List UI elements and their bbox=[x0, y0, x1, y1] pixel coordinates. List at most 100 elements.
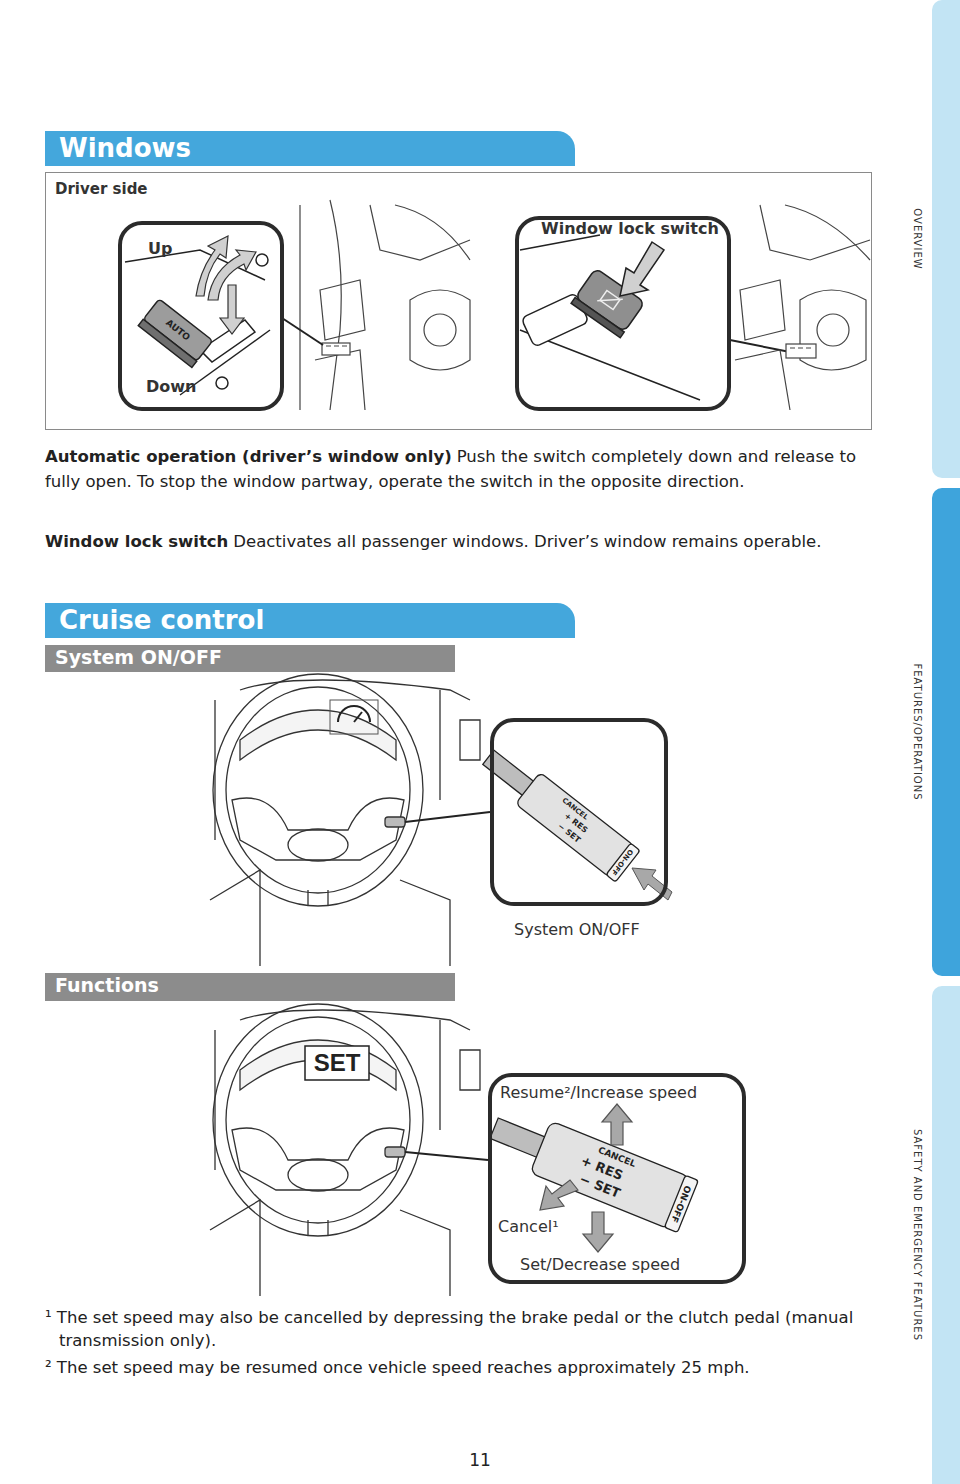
subsection-header: Functions bbox=[45, 973, 455, 1001]
display-text: SET bbox=[314, 1049, 361, 1077]
door-sketch bbox=[735, 205, 870, 410]
door-sketch bbox=[322, 343, 350, 355]
steering-wheel bbox=[460, 720, 480, 760]
door-sketch bbox=[760, 205, 870, 260]
door-sketch bbox=[790, 347, 811, 348]
paragraph-lead: Window lock switch bbox=[45, 532, 228, 551]
steering-wheel bbox=[213, 1004, 423, 1236]
steering-wheel bbox=[308, 890, 328, 906]
cruise-lever bbox=[484, 1102, 699, 1232]
side-tab: SAFETY AND EMERGENCY FEATURES bbox=[906, 986, 928, 1484]
cruise-lever bbox=[476, 742, 640, 882]
door-sketch bbox=[395, 205, 470, 260]
door-sketch bbox=[785, 205, 870, 260]
footnote: ² The set speed may be resumed once vehi… bbox=[45, 1356, 875, 1379]
body-paragraph: Window lock switch Deactivates all passen… bbox=[45, 529, 875, 554]
paragraph-lead: Automatic operation (driver’s window onl… bbox=[45, 447, 452, 466]
leader-line bbox=[730, 340, 790, 352]
subsection-header: System ON/OFF bbox=[45, 645, 455, 672]
steering-wheel bbox=[210, 674, 480, 966]
node-text: Cancel¹ bbox=[498, 1217, 559, 1236]
set-display bbox=[305, 1046, 369, 1080]
cruise-lever bbox=[515, 772, 634, 877]
cruise-lever bbox=[530, 1121, 690, 1229]
steering-wheel bbox=[226, 687, 410, 893]
side-tab: OVERVIEW bbox=[906, 0, 928, 478]
side-tab-strips bbox=[932, 986, 960, 1484]
door-sketch bbox=[315, 350, 365, 410]
door-sketch bbox=[424, 314, 456, 346]
cruise-indicator bbox=[338, 706, 370, 722]
door-sketch bbox=[817, 314, 849, 346]
steering-wheel bbox=[232, 1128, 404, 1190]
door-sketch bbox=[410, 290, 470, 370]
door-sketch bbox=[326, 345, 347, 346]
door-sketch bbox=[320, 280, 365, 340]
window-switch bbox=[216, 377, 228, 389]
section-header: Cruise control bbox=[45, 603, 575, 638]
node-text: Cruise control bbox=[59, 605, 264, 635]
section-header: Windows bbox=[45, 131, 575, 166]
cruise-lever bbox=[484, 1102, 699, 1232]
node-text: System ON/OFF bbox=[514, 920, 640, 939]
node-text: Windows bbox=[59, 133, 191, 163]
steering-wheel bbox=[232, 798, 404, 860]
page-number: 11 bbox=[469, 1450, 491, 1470]
callout-box: UpDown bbox=[118, 221, 284, 411]
door-sketch bbox=[299, 205, 300, 410]
steering-wheel bbox=[210, 870, 450, 966]
cruise-lever bbox=[664, 1175, 698, 1232]
window-switch bbox=[138, 299, 213, 368]
lock-switch bbox=[520, 235, 700, 400]
node-text: Functions bbox=[55, 974, 159, 996]
up-down-arrows bbox=[220, 285, 244, 334]
steering-wheel bbox=[288, 829, 348, 861]
leader-line bbox=[405, 1152, 488, 1160]
function-arrows bbox=[583, 1212, 613, 1252]
lock-switch bbox=[620, 242, 664, 296]
side-tab-strips bbox=[932, 0, 960, 478]
footnote: ¹ The set speed may also be cancelled by… bbox=[45, 1306, 875, 1352]
steering-wheel bbox=[210, 1004, 480, 1296]
node-text: System ON/OFF bbox=[55, 646, 222, 668]
node-text: Driver side bbox=[55, 180, 148, 198]
door-sketch bbox=[735, 350, 790, 410]
cruise-indicator bbox=[330, 700, 378, 734]
window-switch bbox=[256, 254, 268, 266]
door-sketch bbox=[370, 205, 470, 260]
door-sketch bbox=[740, 280, 785, 340]
steering-wheel bbox=[226, 1017, 410, 1223]
paragraph-text: Deactivates all passenger windows. Drive… bbox=[233, 532, 821, 551]
cruise-indicator bbox=[354, 712, 362, 722]
window-switch bbox=[125, 250, 270, 395]
function-arrows bbox=[540, 1180, 578, 1210]
leader-line bbox=[282, 318, 323, 345]
node-text: FEATURES/OPERATIONS bbox=[912, 663, 923, 800]
side-tab-strips bbox=[932, 0, 960, 1484]
lock-switch bbox=[520, 235, 700, 400]
steering-wheel bbox=[288, 1159, 348, 1191]
leader-line bbox=[405, 812, 490, 822]
door-sketch bbox=[300, 200, 470, 410]
steering-wheel bbox=[210, 1200, 450, 1296]
lock-switch bbox=[571, 298, 624, 338]
steering-wheel bbox=[215, 1010, 470, 1170]
up-down-arrows bbox=[196, 236, 256, 334]
steering-wheel bbox=[240, 710, 396, 760]
steering-wheel bbox=[215, 680, 470, 840]
figure-panel: Driver sideUpDown Window lock switch bbox=[45, 172, 872, 430]
node-text: Window lock switch bbox=[541, 219, 719, 238]
cruise-lever bbox=[476, 742, 640, 882]
door-sketch bbox=[786, 344, 816, 358]
steering-wheel bbox=[460, 1050, 480, 1090]
side-tab-strips bbox=[932, 488, 960, 976]
door-sketch bbox=[330, 200, 341, 410]
function-arrows bbox=[602, 1104, 632, 1145]
body-paragraph: Automatic operation (driver’s window onl… bbox=[45, 444, 875, 494]
steering-wheel bbox=[213, 674, 423, 906]
steering-wheel bbox=[385, 817, 405, 827]
steering-wheel bbox=[385, 1147, 405, 1157]
node-text: Down bbox=[146, 377, 196, 396]
node-text: Up bbox=[148, 239, 172, 258]
